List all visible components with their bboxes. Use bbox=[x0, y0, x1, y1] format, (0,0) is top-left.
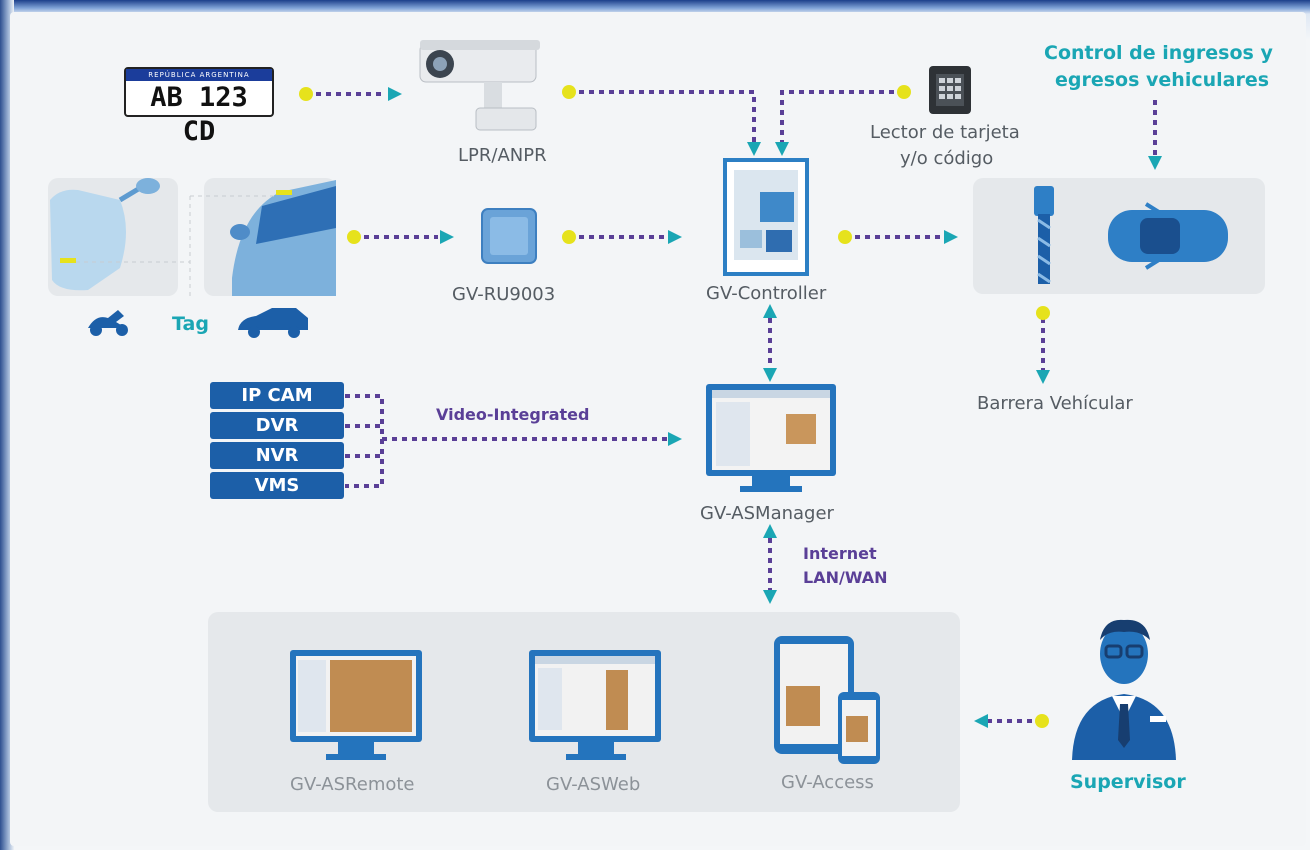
internet-label: Internet bbox=[803, 544, 877, 563]
node-dot bbox=[299, 87, 313, 101]
supervisor-illustration bbox=[1072, 619, 1176, 760]
arrow-head bbox=[668, 432, 682, 446]
connector-lpr-controller bbox=[569, 90, 756, 142]
asremote-monitor-illustration bbox=[290, 650, 422, 760]
car-tag-illustration bbox=[230, 180, 336, 296]
gv-access-devices-illustration bbox=[774, 636, 880, 764]
license-plate: REPÚBLICA ARGENTINA AB 123 CD bbox=[124, 67, 274, 147]
control-title-line2: egresos vehiculares bbox=[1055, 69, 1270, 91]
lpr-camera-illustration bbox=[419, 40, 540, 131]
control-title-line1: Control de ingresos y bbox=[1044, 42, 1273, 64]
lanwan-label: LAN/WAN bbox=[803, 568, 888, 587]
barrier-label: Barrera Vehícular bbox=[977, 393, 1133, 414]
tag-label: Tag bbox=[172, 313, 209, 335]
access-label: GV-Access bbox=[781, 772, 874, 793]
arrow-head bbox=[775, 142, 789, 156]
connector-video-integrated bbox=[345, 394, 668, 488]
car-icon bbox=[238, 308, 308, 338]
arrow-head bbox=[440, 230, 454, 244]
node-dot bbox=[562, 85, 576, 99]
asweb-label: GV-ASWeb bbox=[546, 774, 641, 795]
arrow-head bbox=[763, 368, 777, 382]
arrow-head bbox=[763, 524, 777, 538]
tag-guide-line bbox=[76, 195, 276, 263]
card-reader-illustration bbox=[929, 66, 971, 114]
node-dot bbox=[562, 230, 576, 244]
scooter-icon bbox=[88, 310, 128, 336]
asmanager-monitor-illustration bbox=[706, 384, 836, 492]
controller-illustration bbox=[723, 158, 809, 276]
plate-number: AB 123 CD bbox=[150, 82, 248, 147]
arrow-head bbox=[763, 304, 777, 318]
ru9003-label: GV-RU9003 bbox=[452, 284, 556, 305]
node-dot bbox=[347, 230, 361, 244]
arrow-head bbox=[747, 142, 761, 156]
node-dot bbox=[897, 85, 911, 99]
arrow-head bbox=[974, 714, 988, 728]
arrow-head bbox=[668, 230, 682, 244]
device-ipcam: IP CAM bbox=[210, 382, 344, 409]
device-nvr: NVR bbox=[210, 442, 344, 469]
scooter-illustration bbox=[50, 178, 160, 291]
video-integrated-label: Video-Integrated bbox=[436, 405, 590, 424]
arrow-head bbox=[944, 230, 958, 244]
asmanager-label: GV-ASManager bbox=[700, 503, 834, 524]
asremote-label: GV-ASRemote bbox=[290, 774, 415, 795]
node-dot bbox=[1035, 714, 1049, 728]
controller-label: GV-Controller bbox=[706, 283, 827, 304]
arrow-head bbox=[1036, 370, 1050, 384]
node-dot bbox=[838, 230, 852, 244]
device-vms: VMS bbox=[210, 472, 344, 499]
node-dot bbox=[1036, 306, 1050, 320]
device-dvr: DVR bbox=[210, 412, 344, 439]
arrow-head bbox=[1148, 156, 1162, 170]
arrow-head bbox=[388, 87, 402, 101]
car-topview-illustration bbox=[1108, 202, 1228, 270]
arrow-head bbox=[763, 590, 777, 604]
rfid-reader-illustration bbox=[481, 208, 537, 264]
card-reader-label-line1: Lector de tarjeta bbox=[870, 122, 1020, 143]
plate-country: REPÚBLICA ARGENTINA bbox=[126, 69, 272, 81]
supervisor-label: Supervisor bbox=[1070, 771, 1186, 793]
connector-reader-controller bbox=[780, 90, 904, 142]
lpr-label: LPR/ANPR bbox=[458, 145, 547, 166]
card-reader-label-line2: y/o código bbox=[900, 148, 994, 169]
asweb-monitor-illustration bbox=[529, 650, 661, 760]
barrier-illustration bbox=[1034, 186, 1054, 284]
